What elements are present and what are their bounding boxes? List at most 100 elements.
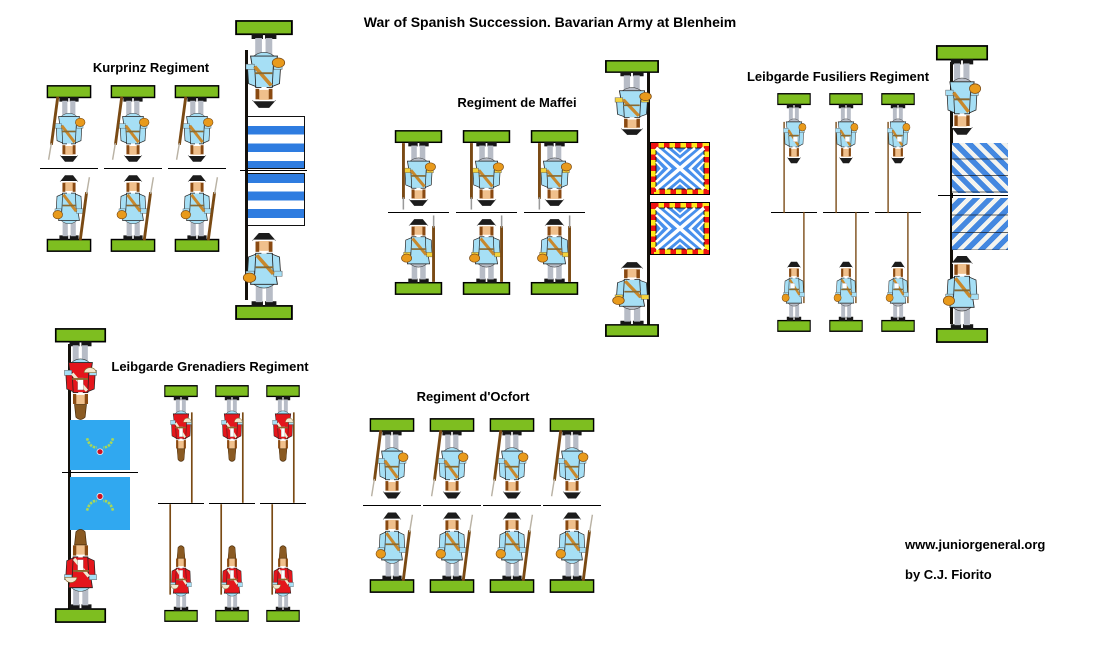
fold-line <box>875 212 921 213</box>
soldier-top-half <box>110 85 156 162</box>
fold-line <box>260 503 306 504</box>
flag-bottom <box>247 173 305 226</box>
musket-gap <box>214 504 250 546</box>
fold-line <box>388 212 449 213</box>
soldier-bottom-half <box>164 504 198 622</box>
soldier-top-half <box>605 60 659 135</box>
fold-line <box>158 503 204 504</box>
page-title: War of Spanish Succession. Bavarian Army… <box>363 14 737 30</box>
soldier-pair <box>363 418 421 593</box>
soldier-bottom-half <box>549 512 595 593</box>
soldier-pair <box>260 385 306 622</box>
regiment-label: Regiment de Maffei <box>457 95 577 110</box>
soldier-row <box>771 93 921 332</box>
musket-gap <box>265 504 301 546</box>
fold-line <box>524 212 585 213</box>
regiment-label: Leibgarde Grenadiers Regiment <box>111 359 309 374</box>
soldier-top-half <box>935 45 989 135</box>
soldier-bottom-half <box>605 262 659 337</box>
soldier-bottom-half <box>829 211 863 332</box>
soldier-top-half <box>46 85 92 162</box>
soldier-bottom-half <box>935 256 989 343</box>
soldier-row <box>388 130 585 295</box>
soldier-bottom-half <box>489 512 535 593</box>
fold-line <box>483 505 541 506</box>
credit-site: www.juniorgeneral.org <box>905 537 1046 552</box>
flag-pole <box>245 50 248 300</box>
regiment-label: Leibgarde Fusiliers Regiment <box>746 69 930 84</box>
soldier-pair <box>875 93 921 332</box>
bearer-bottom-figure <box>603 256 661 337</box>
soldier-bottom-half <box>777 211 811 332</box>
bearer-bottom-figure <box>233 226 295 320</box>
soldier-bottom-half <box>462 215 511 295</box>
bearer-top-figure <box>603 60 661 141</box>
flag-pole <box>647 66 650 330</box>
soldier-bottom-half <box>54 529 107 623</box>
soldier-top-half <box>829 93 863 214</box>
soldier-top-half <box>235 20 293 108</box>
musket-gap <box>828 169 864 212</box>
soldier-bottom-half <box>215 504 249 622</box>
soldier-top-half <box>489 418 535 499</box>
fold-line <box>823 212 869 213</box>
credit-author: by C.J. Fiorito <box>905 567 992 582</box>
soldier-row <box>363 418 601 593</box>
soldier-pair <box>423 418 481 593</box>
musket-gap <box>163 461 199 503</box>
maffei-flag-graphic <box>650 142 710 195</box>
soldier-top-half <box>369 418 415 499</box>
flag-pole <box>68 344 71 616</box>
soldier-bottom-half <box>881 211 915 332</box>
soldier-top-half <box>429 418 475 499</box>
grenadier-flag-graphic <box>70 420 130 470</box>
soldier-pair <box>104 85 162 252</box>
flag-top <box>70 420 130 470</box>
flag-pole <box>950 62 953 324</box>
soldier-top-half <box>266 385 300 503</box>
musket-gap <box>776 213 812 256</box>
soldier-bottom-half <box>530 215 579 295</box>
soldier-bottom-half <box>110 175 156 252</box>
flag-top <box>952 143 1008 193</box>
soldier-top-half <box>881 93 915 214</box>
fold-line <box>104 168 162 169</box>
soldier-bottom-half <box>394 215 443 295</box>
fold-line <box>543 505 601 506</box>
soldier-top-half <box>462 130 511 210</box>
bearer-bottom-figure <box>934 249 990 343</box>
bearer-top-figure <box>53 328 108 420</box>
regiment-label: Kurprinz Regiment <box>92 60 210 75</box>
soldier-bottom-half <box>429 512 475 593</box>
fold-line <box>62 472 138 473</box>
flag-bottom <box>952 198 1008 250</box>
soldier-pair <box>209 385 255 622</box>
soldier-pair <box>456 130 517 295</box>
soldier-top-half <box>777 93 811 214</box>
soldier-pair <box>524 130 585 295</box>
fold-line <box>771 212 817 213</box>
soldier-top-half <box>54 328 107 420</box>
musket-gap <box>828 213 864 256</box>
soldier-top-half <box>215 385 249 503</box>
soldier-bottom-half <box>369 512 415 593</box>
fold-line <box>209 503 255 504</box>
maffei-flag-graphic <box>650 202 710 255</box>
soldier-pair <box>823 93 869 332</box>
fold-line <box>168 168 226 169</box>
soldier-bottom-half <box>46 175 92 252</box>
musket-gap <box>265 461 301 503</box>
musket-gap <box>214 461 250 503</box>
musket-gap <box>163 504 199 546</box>
grenadier-flag-graphic <box>70 477 130 530</box>
musket-gap <box>880 213 916 256</box>
soldier-pair <box>168 85 226 252</box>
bearer-top-figure <box>233 20 295 115</box>
soldier-top-half <box>174 85 220 162</box>
bearer-bottom-figure <box>53 529 108 623</box>
bearer-top-figure <box>934 45 990 142</box>
soldier-pair <box>388 130 449 295</box>
soldier-pair <box>483 418 541 593</box>
fold-line <box>363 505 421 506</box>
